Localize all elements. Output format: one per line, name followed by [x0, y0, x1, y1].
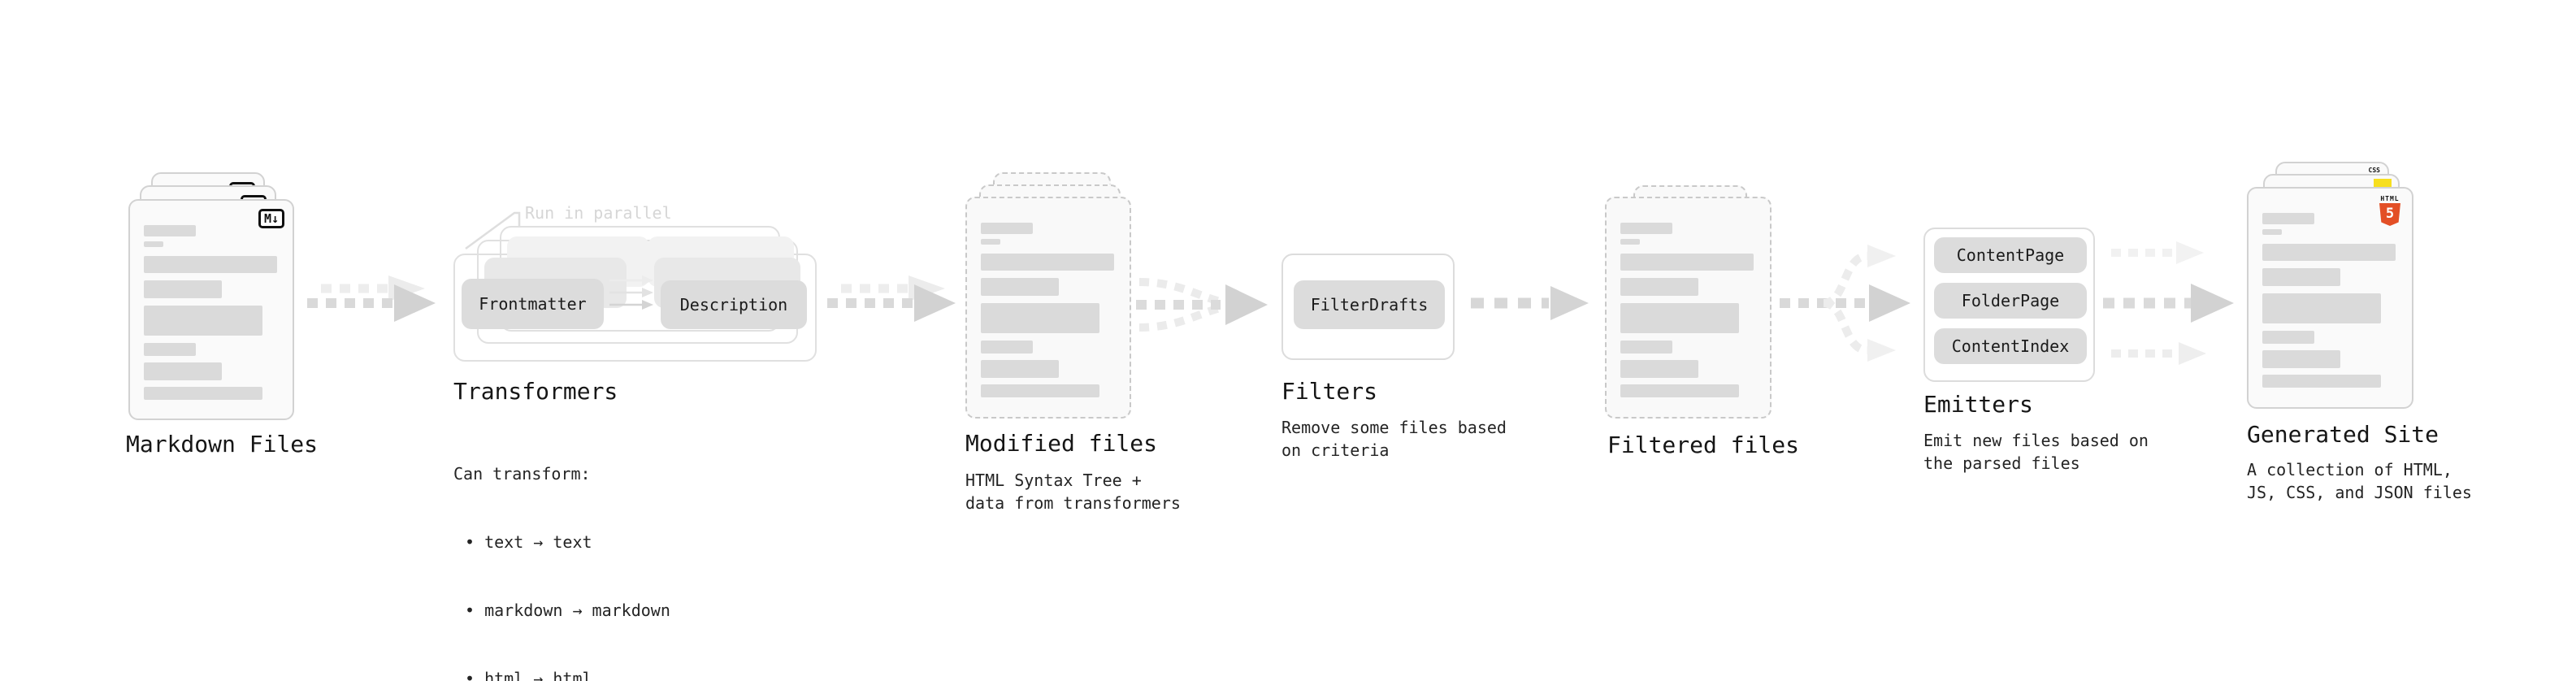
- placeholder-bar: [144, 256, 277, 273]
- placeholder-bar: [144, 362, 222, 380]
- filters-description: Remove some files based on criteria: [1281, 418, 1507, 460]
- transformers-bullet: • html → html: [465, 669, 592, 681]
- arrow-modified-to-filters: [1134, 272, 1274, 340]
- filterdrafts-pill: FilterDrafts: [1294, 280, 1445, 329]
- frontmatter-pill: Frontmatter: [462, 279, 604, 329]
- placeholder-bar: [1620, 303, 1739, 333]
- description-pill: Description: [661, 280, 807, 329]
- transformers-desc-heading: Can transform:: [453, 464, 591, 484]
- transform-arrow-icon: [609, 274, 655, 290]
- placeholder-bar: [144, 225, 196, 236]
- placeholder-bar: [1620, 360, 1698, 378]
- placeholder-bar: [2262, 229, 2282, 235]
- arrow-transformers-to-modified: [825, 272, 967, 336]
- markdown-icon: M↓: [258, 209, 284, 228]
- placeholder-bar: [144, 306, 262, 336]
- transform-arrow-icon: [609, 298, 655, 314]
- html5-logo-icon: HTML 5: [2376, 195, 2404, 226]
- modified-files-description: HTML Syntax Tree + data from transformer…: [965, 471, 1181, 513]
- emitters-description: Emit new files based on the parsed files: [1923, 431, 2149, 473]
- placeholder-bar: [2262, 268, 2340, 286]
- placeholder-bar: [2262, 293, 2381, 323]
- generated-site-description: A collection of HTML, JS, CSS, and JSON …: [2247, 460, 2472, 502]
- markdown-file-card-front: M↓: [128, 199, 294, 420]
- placeholder-bar: [981, 384, 1099, 397]
- html5-shield-icon: 5: [2379, 203, 2400, 226]
- placeholder-bar: [2262, 375, 2381, 388]
- generated-file-card-front: HTML 5: [2247, 187, 2413, 409]
- placeholder-bar: [1620, 278, 1698, 296]
- transformers-description: Can transform: • text → text • markdown …: [453, 417, 670, 681]
- contentindex-pill: ContentIndex: [1934, 328, 2087, 364]
- modified-file-card-front: [965, 197, 1131, 419]
- generated-site-label: Generated Site: [2247, 421, 2439, 448]
- filters-label: Filters: [1281, 378, 1378, 405]
- placeholder-bar: [2262, 350, 2340, 368]
- placeholder-bar: [1620, 239, 1640, 245]
- placeholder-bar: [981, 278, 1059, 296]
- placeholder-bar: [1620, 340, 1672, 354]
- placeholder-bar: [2262, 244, 2396, 261]
- run-in-parallel-label: Run in parallel: [525, 203, 672, 223]
- arrow-filtered-to-emitters: [1778, 238, 1920, 371]
- placeholder-bar: [2262, 213, 2314, 224]
- placeholder-bar: [981, 239, 1000, 245]
- placeholder-bar: [981, 360, 1059, 378]
- transformers-bullet: • text → text: [465, 532, 592, 552]
- contentpage-pill: ContentPage: [1934, 237, 2087, 273]
- placeholder-bar: [981, 223, 1033, 234]
- markdown-files-label: Markdown Files: [126, 431, 319, 458]
- placeholder-bar: [981, 340, 1033, 354]
- placeholder-bar: [981, 254, 1114, 271]
- placeholder-bar: [144, 387, 262, 400]
- filtered-files-label: Filtered files: [1607, 432, 1800, 458]
- js-badge-icon: [2374, 179, 2392, 189]
- transformers-bullet: • markdown → markdown: [465, 601, 670, 620]
- placeholder-bar: [144, 241, 163, 247]
- modified-files-label: Modified files: [965, 430, 1158, 457]
- transform-arrow-icon: [609, 286, 655, 302]
- arrow-emitters-to-generated: [2103, 238, 2243, 371]
- run-in-parallel-callout-line: [459, 200, 532, 257]
- arrow-filters-to-filtered: [1469, 284, 1591, 325]
- filtered-file-card-front: [1605, 197, 1772, 419]
- folderpage-pill: FolderPage: [1934, 283, 2087, 319]
- placeholder-bar: [144, 280, 222, 298]
- html5-wordmark: HTML: [2380, 195, 2400, 202]
- placeholder-bar: [1620, 254, 1754, 271]
- emitters-label: Emitters: [1923, 391, 2033, 418]
- placeholder-bar: [1620, 223, 1672, 234]
- placeholder-bar: [144, 343, 196, 356]
- arrow-markdown-to-transformers: [305, 272, 447, 336]
- placeholder-bar: [1620, 384, 1739, 397]
- transformers-label: Transformers: [453, 378, 618, 405]
- placeholder-bar: [981, 303, 1099, 333]
- placeholder-bar: [2262, 331, 2314, 344]
